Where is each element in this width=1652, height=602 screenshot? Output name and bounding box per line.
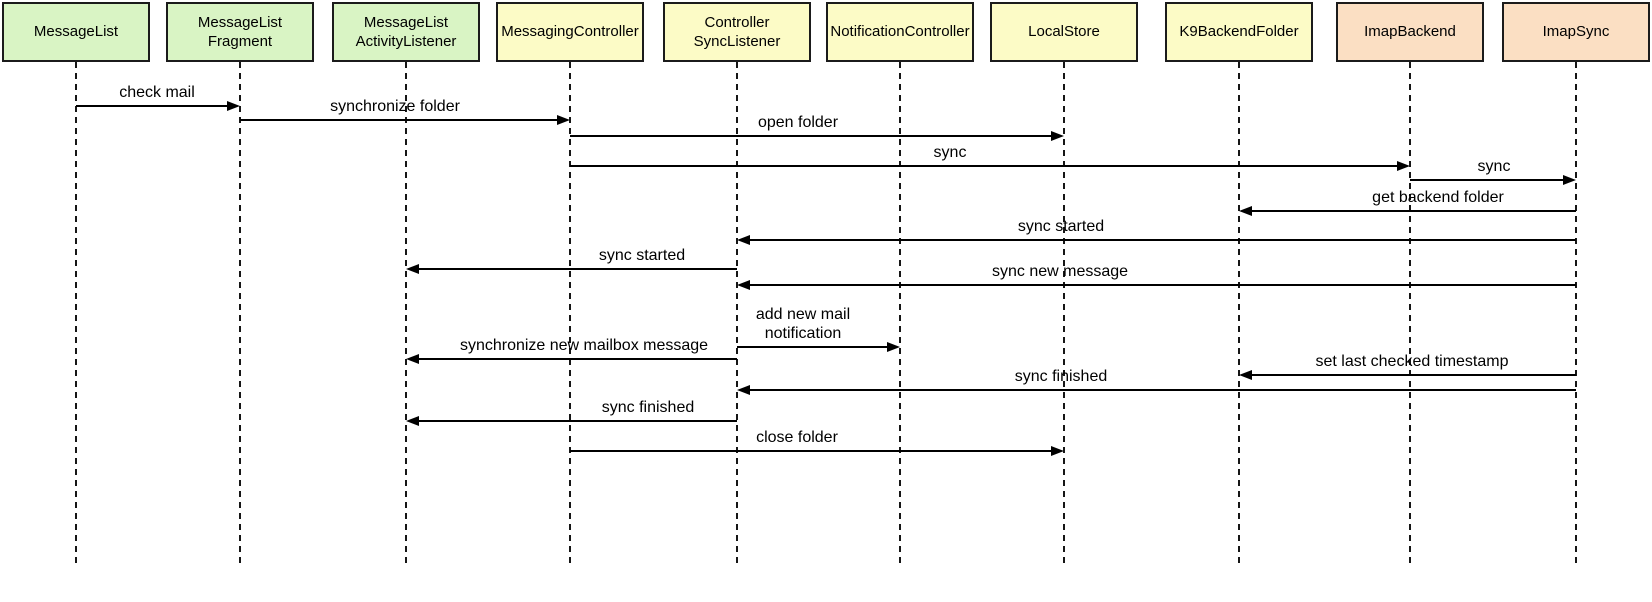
message-line-5 bbox=[1410, 179, 1564, 181]
arrowhead-icon bbox=[406, 264, 419, 274]
participant-controller-sync-listener: Controller SyncListener bbox=[663, 2, 811, 62]
message-line-4 bbox=[570, 165, 1398, 167]
arrowhead-icon bbox=[737, 385, 750, 395]
message-line-10 bbox=[737, 346, 888, 348]
message-line-13 bbox=[749, 389, 1576, 391]
arrowhead-icon bbox=[1051, 446, 1064, 456]
lifeline-message-list bbox=[75, 62, 77, 566]
message-line-1 bbox=[76, 105, 228, 107]
participant-imap-backend: ImapBackend bbox=[1336, 2, 1484, 62]
participant-local-store: LocalStore bbox=[990, 2, 1138, 62]
message-label-10: add new mail notification bbox=[755, 306, 851, 342]
message-line-14 bbox=[418, 420, 737, 422]
message-label-1: check mail bbox=[119, 84, 195, 101]
participant-label: MessageList bbox=[33, 23, 119, 41]
message-label-2: synchronize folder bbox=[330, 98, 460, 115]
lifeline-local-store bbox=[1063, 62, 1065, 566]
message-line-9 bbox=[749, 284, 1576, 286]
message-label-11: synchronize new mailbox message bbox=[459, 337, 709, 354]
lifeline-imap-sync bbox=[1575, 62, 1577, 566]
message-label-15: close folder bbox=[756, 429, 838, 446]
arrowhead-icon bbox=[406, 416, 419, 426]
message-label-8: sync started bbox=[598, 247, 686, 264]
participant-label: MessageList Fragment bbox=[197, 13, 283, 50]
participant-message-list: MessageList bbox=[2, 2, 150, 62]
participant-label: ImapBackend bbox=[1364, 23, 1456, 41]
message-label-9: sync new message bbox=[991, 263, 1129, 280]
message-label-5: sync bbox=[1477, 158, 1511, 175]
participant-messaging-controller: MessagingController bbox=[496, 2, 644, 62]
lifeline-k9-backend-folder bbox=[1238, 62, 1240, 566]
message-line-6 bbox=[1251, 210, 1576, 212]
participant-message-list-fragment: MessageList Fragment bbox=[166, 2, 314, 62]
arrowhead-icon bbox=[737, 280, 750, 290]
participant-label: ImapSync bbox=[1542, 23, 1610, 41]
message-label-14: sync finished bbox=[601, 399, 695, 416]
arrowhead-icon bbox=[1239, 206, 1252, 216]
arrowhead-icon bbox=[1563, 175, 1576, 185]
message-label-12: set last checked timestamp bbox=[1315, 353, 1509, 370]
participant-label: LocalStore bbox=[1028, 23, 1100, 41]
message-line-15 bbox=[570, 450, 1052, 452]
message-line-2 bbox=[240, 119, 558, 121]
message-label-6: get backend folder bbox=[1372, 189, 1504, 206]
participant-label: Controller SyncListener bbox=[693, 13, 781, 50]
arrowhead-icon bbox=[1397, 161, 1410, 171]
lifeline-message-list-fragment bbox=[239, 62, 241, 566]
participant-label: MessagingController bbox=[501, 23, 639, 41]
participant-label: NotificationController bbox=[830, 23, 970, 41]
arrowhead-icon bbox=[557, 115, 570, 125]
arrowhead-icon bbox=[1239, 370, 1252, 380]
message-label-3: open folder bbox=[757, 114, 839, 131]
message-label-7: sync started bbox=[1017, 218, 1105, 235]
participant-message-list-activity-listener: MessageList ActivityListener bbox=[332, 2, 480, 62]
arrowhead-icon bbox=[887, 342, 900, 352]
message-line-3 bbox=[570, 135, 1052, 137]
arrowhead-icon bbox=[406, 354, 419, 364]
message-line-8 bbox=[418, 268, 737, 270]
lifeline-messaging-controller bbox=[569, 62, 571, 566]
arrowhead-icon bbox=[1051, 131, 1064, 141]
participant-k9-backend-folder: K9BackendFolder bbox=[1165, 2, 1313, 62]
participant-notification-controller: NotificationController bbox=[826, 2, 974, 62]
message-line-11 bbox=[418, 358, 737, 360]
participant-label: MessageList ActivityListener bbox=[355, 13, 457, 50]
participant-label: K9BackendFolder bbox=[1179, 23, 1299, 41]
message-label-13: sync finished bbox=[1014, 368, 1108, 385]
lifeline-message-list-activity-listener bbox=[405, 62, 407, 566]
arrowhead-icon bbox=[227, 101, 240, 111]
arrowhead-icon bbox=[737, 235, 750, 245]
lifeline-notification-controller bbox=[899, 62, 901, 566]
lifeline-controller-sync-listener bbox=[736, 62, 738, 566]
message-line-12 bbox=[1251, 374, 1576, 376]
participant-imap-sync: ImapSync bbox=[1502, 2, 1650, 62]
message-line-7 bbox=[749, 239, 1576, 241]
lifeline-imap-backend bbox=[1409, 62, 1411, 566]
message-label-4: sync bbox=[933, 144, 967, 161]
